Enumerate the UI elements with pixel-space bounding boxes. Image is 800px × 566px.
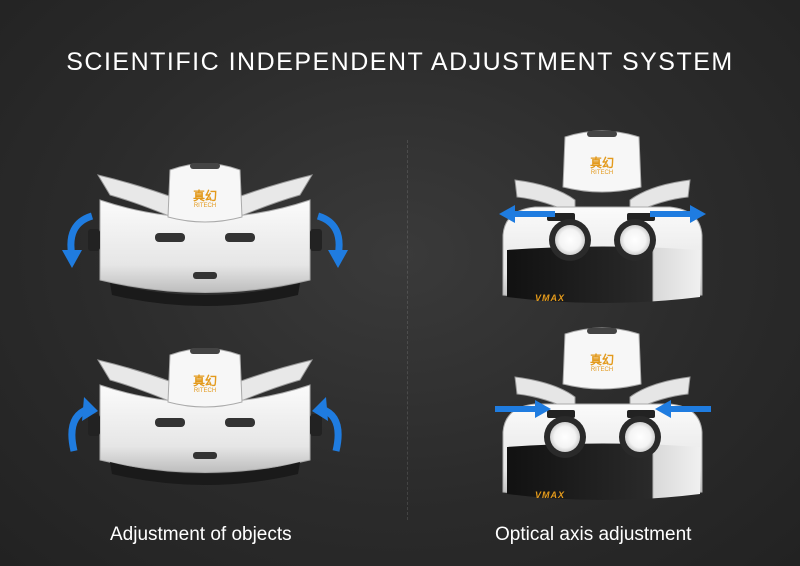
curved-arrow-icon: [312, 397, 342, 452]
caption-adjustment-of-objects: Adjustment of objects: [110, 524, 292, 545]
logo-cn-text: 真幻: [589, 156, 614, 170]
brand-logo: 真幻 RITECH: [580, 354, 624, 374]
logo-en-text: RITECH: [590, 367, 614, 373]
curved-arrow-icon: [316, 212, 348, 268]
straight-arrow-icon: [499, 205, 555, 223]
logo-en-text: RITECH: [193, 203, 217, 209]
headset-front-view-spread: 真幻 RITECH VMAX: [495, 125, 710, 310]
logo-en-text: RITECH: [590, 170, 614, 176]
logo-cn-text: 真幻: [589, 353, 614, 367]
straight-arrow-icon: [655, 400, 711, 418]
brand-logo: 真幻 RITECH: [183, 375, 227, 395]
model-mark: VMAX: [535, 490, 566, 500]
straight-arrow-icon: [495, 400, 551, 418]
brand-logo: 真幻 RITECH: [183, 190, 227, 210]
headset-top-view-rotate-up: 真幻 RITECH: [62, 155, 348, 315]
headset-front-view-narrow: 真幻 RITECH VMAX: [495, 322, 711, 507]
panel-divider: [407, 140, 408, 520]
page-title: SCIENTIFIC INDEPENDENT ADJUSTMENT SYSTEM: [66, 48, 734, 76]
curved-arrow-icon: [62, 212, 94, 268]
brand-logo: 真幻 RITECH: [580, 157, 624, 177]
model-mark: VMAX: [535, 293, 566, 303]
logo-en-text: RITECH: [193, 388, 217, 394]
straight-arrow-icon: [650, 205, 706, 223]
curved-arrow-icon: [68, 397, 98, 452]
headset-top-view-rotate-down: 真幻 RITECH: [68, 340, 342, 500]
caption-optical-axis-adjustment: Optical axis adjustment: [495, 524, 692, 545]
logo-cn-text: 真幻: [192, 374, 217, 388]
logo-cn-text: 真幻: [192, 189, 217, 203]
